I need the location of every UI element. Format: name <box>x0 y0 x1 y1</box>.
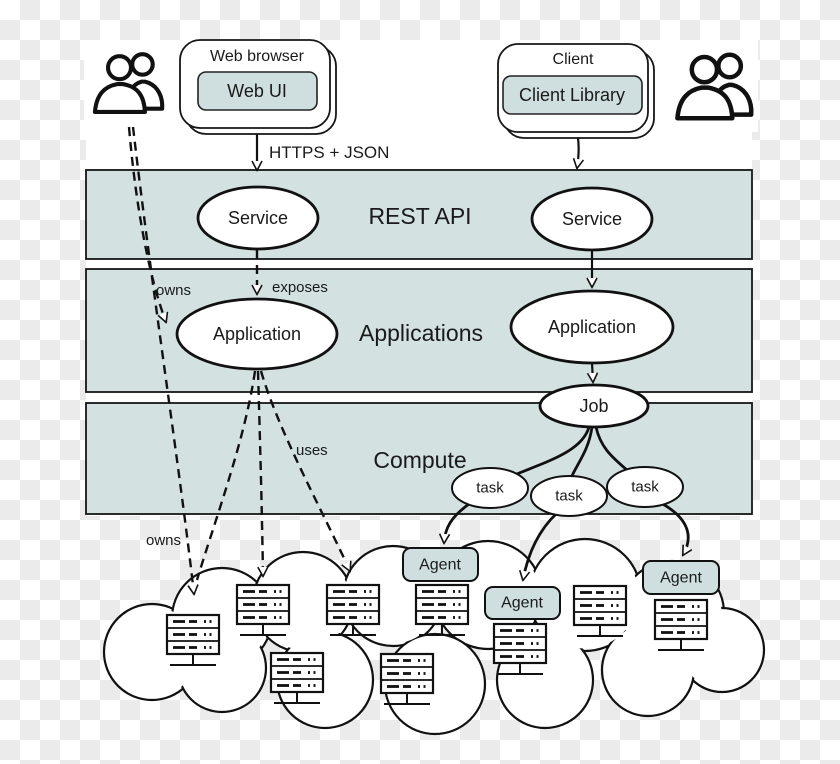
edge-users-owns-application <box>127 126 166 322</box>
job-label: Job <box>579 396 608 416</box>
agent-label: Agent <box>660 570 702 587</box>
edge-application-uses-server2 <box>256 370 263 576</box>
task-node-3: task <box>606 466 684 508</box>
edge-job-task2 <box>569 426 594 479</box>
web-ui-box <box>197 71 318 111</box>
client-library-label: Client Library <box>519 85 625 105</box>
application-node-left: Application <box>175 297 339 371</box>
web-browser-title: Web browser <box>210 48 305 65</box>
figure-background-mid <box>86 130 752 172</box>
edge-task2-agent2 <box>523 511 558 580</box>
service-node-right: Service <box>530 186 654 252</box>
application-label: Application <box>213 324 301 344</box>
uses-label: uses <box>296 442 328 459</box>
application-label: Application <box>548 317 636 337</box>
job-node: Job <box>538 383 650 429</box>
agent-node-3: Agent <box>642 560 720 595</box>
service-node-left: Service <box>196 185 320 251</box>
web-browser-box: Web browser Web UI <box>179 39 337 135</box>
agent-label: Agent <box>501 595 543 612</box>
edge-application-uses-server1 <box>195 370 257 581</box>
edge-users-owns-server <box>131 126 194 594</box>
task-label: task <box>555 488 583 505</box>
edge-job-task3 <box>594 426 629 473</box>
task-label: task <box>631 479 659 496</box>
exposes-label: exposes <box>272 279 328 296</box>
layer-label-applications: Applications <box>359 320 483 346</box>
application-node-right: Application <box>509 289 675 365</box>
client-box: Client Client Library <box>497 43 655 139</box>
edge-task3-agent3 <box>660 501 688 555</box>
layer-label-rest-api: REST API <box>368 203 471 229</box>
task-node-1: task <box>451 467 529 509</box>
task-label: task <box>476 480 504 497</box>
client-title: Client <box>553 51 594 68</box>
web-ui-label: Web UI <box>227 81 287 101</box>
edge-application-job <box>592 362 593 382</box>
agent-node-1: Agent <box>402 547 479 582</box>
edge-application-uses-server3 <box>259 370 350 571</box>
service-label: Service <box>228 208 288 228</box>
https-json-label: HTTPS + JSON <box>269 143 389 162</box>
owns-label-top: owns <box>156 282 191 299</box>
service-label: Service <box>562 209 622 229</box>
edge-job-task1 <box>511 426 591 478</box>
owns-label-bottom: owns <box>146 532 181 549</box>
edge-task1-agent1 <box>444 502 470 543</box>
client-library-box <box>502 75 643 115</box>
task-node-2: task <box>530 475 608 517</box>
agent-node-2: Agent <box>484 586 561 620</box>
layer-label-compute: Compute <box>373 447 466 473</box>
agent-label: Agent <box>419 557 461 574</box>
